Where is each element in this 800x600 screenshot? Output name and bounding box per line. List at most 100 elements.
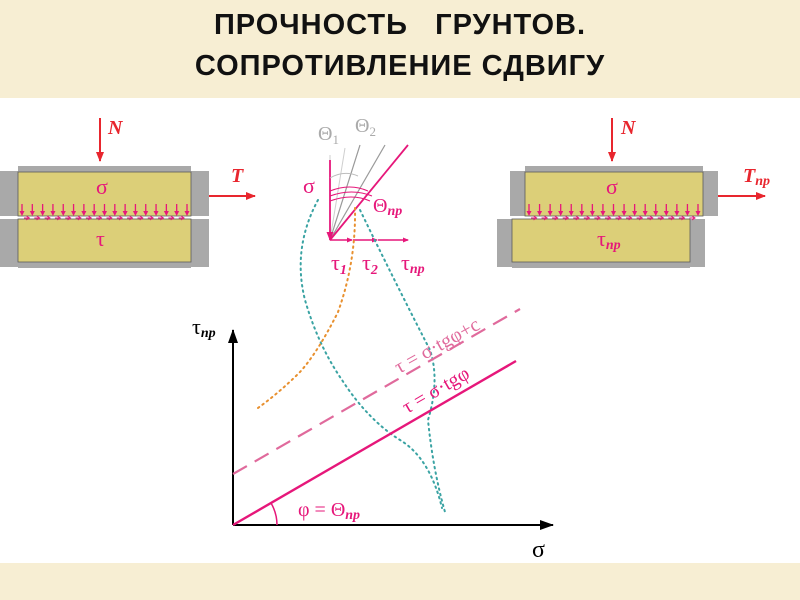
left-normal-stress-arrowhead: [50, 211, 56, 216]
right-normal-stress-arrowhead: [611, 211, 616, 216]
left-shear-force-label: T: [231, 165, 244, 187]
right-normal-stress-arrowhead: [695, 211, 701, 216]
orange-dotted-curve: [257, 207, 357, 409]
shear-diagram: N T σ τ N Тпр σ τпр σ: [0, 115, 770, 563]
teal-dotted-curve: [299, 199, 443, 509]
right-shear-stress-arrow: [668, 215, 675, 221]
left-shear-stress-arrow: [85, 215, 93, 221]
right-normal-stress-arrowhead: [663, 211, 669, 216]
theta2-label: Θ2: [355, 115, 376, 139]
left-normal-stress-arrowhead: [71, 211, 77, 216]
left-normal-stress-arrowhead: [60, 211, 66, 216]
left-shear-stress-arrow: [75, 215, 82, 221]
right-shear-stress-arrow: [615, 215, 622, 221]
right-shear-stress-arrow: [647, 215, 654, 221]
page-title-line2: СОПРОТИВЛЕНИЕ СДВИГУ: [194, 50, 606, 82]
left-plate-top-right: [191, 171, 209, 216]
page-title-line1: ПРОЧНОСТЬ ГРУНТОВ.: [213, 9, 587, 41]
right-shear-stress-arrow: [657, 215, 665, 221]
theta-arc-3: [329, 196, 371, 202]
left-shear-stress-arrow: [106, 215, 113, 221]
left-soil-lower: [17, 218, 192, 263]
left-cap-top: [18, 166, 191, 172]
right-plate-top-left: [510, 171, 525, 216]
left-shear-stress-arrow: [54, 215, 62, 221]
right-shear-stress-arrow: [689, 215, 696, 221]
left-shear-stress-arrow: [137, 215, 144, 221]
shear-strength-graph: τпр σ τ = σ·tgφ+c τ = σ·tgφ φ = Θпр: [192, 308, 554, 563]
left-plate-bottom-left: [0, 219, 18, 267]
left-shear-stress-arrow: [168, 215, 175, 221]
left-normal-stress-arrowhead: [143, 211, 149, 216]
left-sigma-label: σ: [96, 174, 108, 199]
right-shear-force-label: Тпр: [743, 165, 770, 189]
right-tau-label: τпр: [597, 226, 621, 253]
theta-pr-label: Θпр: [373, 195, 402, 219]
right-cap-top: [525, 166, 703, 172]
right-normal-stress-arrowhead: [653, 211, 659, 216]
right-shear-stress-arrow: [678, 215, 686, 221]
left-normal-stress-arrowhead: [81, 211, 87, 216]
right-plate-bottom-right: [690, 219, 705, 267]
left-shear-stress-arrow: [147, 215, 154, 221]
left-normal-stress-arrowhead: [29, 211, 35, 216]
right-shear-stress-arrow: [583, 215, 591, 221]
left-normal-stress-arrowhead: [132, 211, 138, 216]
friction-envelope-line: [232, 359, 517, 527]
right-shear-stress-arrow: [604, 215, 612, 221]
left-shear-stress-arrow: [65, 215, 72, 221]
friction-angle-arc: [270, 502, 278, 526]
cohesive-envelope-label: τ = σ·tgφ+c: [391, 313, 484, 378]
right-shear-stress-arrow: [594, 215, 601, 221]
theta-arc-gray: [329, 172, 359, 179]
left-shear-sample: N T σ τ: [0, 117, 256, 268]
right-shear-stress-arrow: [541, 215, 549, 221]
left-shear-stress-arrow: [116, 215, 124, 221]
header-band: ПРОЧНОСТЬ ГРУНТОВ. СОПРОТИВЛЕНИЕ СДВИГУ: [0, 0, 800, 98]
right-normal-stress-arrowhead: [684, 211, 690, 216]
left-normal-stress-arrowhead: [153, 211, 159, 216]
left-normal-stress-arrowhead: [163, 211, 169, 216]
left-shear-stress-arrow: [24, 215, 31, 221]
right-normal-stress-arrowhead: [579, 211, 585, 216]
right-shear-stress-arrow: [552, 215, 559, 221]
tau1-label: τ1: [331, 250, 347, 278]
right-shear-stress-arrow: [562, 215, 570, 221]
left-shear-stress-arrow: [44, 215, 51, 221]
left-normal-stress-arrowhead: [102, 211, 107, 216]
left-plate-bottom-right: [191, 219, 209, 267]
left-normal-stress-arrowhead: [122, 211, 128, 216]
left-normal-stress-arrowhead: [112, 211, 118, 216]
right-shear-stress-arrow: [531, 215, 538, 221]
right-cap-bottom: [512, 262, 690, 268]
left-shear-stress-arrow: [34, 215, 41, 221]
stress-vector-diagram: σ Θ1 Θ2 Θпр τ1 τ2 τпр: [303, 115, 425, 278]
left-plate-top-left: [0, 171, 18, 216]
theta1-label: Θ1: [318, 123, 339, 147]
right-shear-sample: N Тпр σ τпр: [497, 117, 770, 268]
left-shear-stress-arrow: [178, 215, 185, 221]
left-normal-stress-arrowhead: [91, 211, 97, 216]
right-shear-stress-arrow: [626, 215, 633, 221]
right-normal-stress-arrowhead: [526, 211, 532, 216]
left-shear-stress-arrow: [127, 215, 134, 221]
friction-angle-label: φ = Θпр: [298, 499, 360, 523]
right-plate-bottom-left: [497, 219, 512, 267]
cohesive-envelope-line: [232, 308, 521, 475]
right-plate-top-right: [703, 171, 718, 216]
left-normal-force-label: N: [107, 117, 124, 139]
tau-pr-vector-label: τпр: [401, 250, 425, 277]
theta-pr-vector: [329, 144, 409, 241]
theta-arc-1: [329, 186, 369, 192]
vector-sigma-label: σ: [303, 173, 315, 198]
left-normal-stress-arrowhead: [184, 211, 190, 216]
left-normal-stress-arrowhead: [40, 211, 46, 216]
right-normal-stress-arrowhead: [568, 211, 574, 216]
right-normal-force-label: N: [620, 117, 637, 139]
right-normal-stress-arrowhead: [621, 211, 627, 216]
left-normal-stress-arrowhead: [174, 211, 180, 216]
teal-dotted-curve-2: [359, 209, 446, 513]
theta-arc-2: [329, 191, 373, 197]
right-normal-stress-arrowhead: [642, 211, 648, 216]
right-normal-stress-arrowhead: [547, 211, 553, 216]
